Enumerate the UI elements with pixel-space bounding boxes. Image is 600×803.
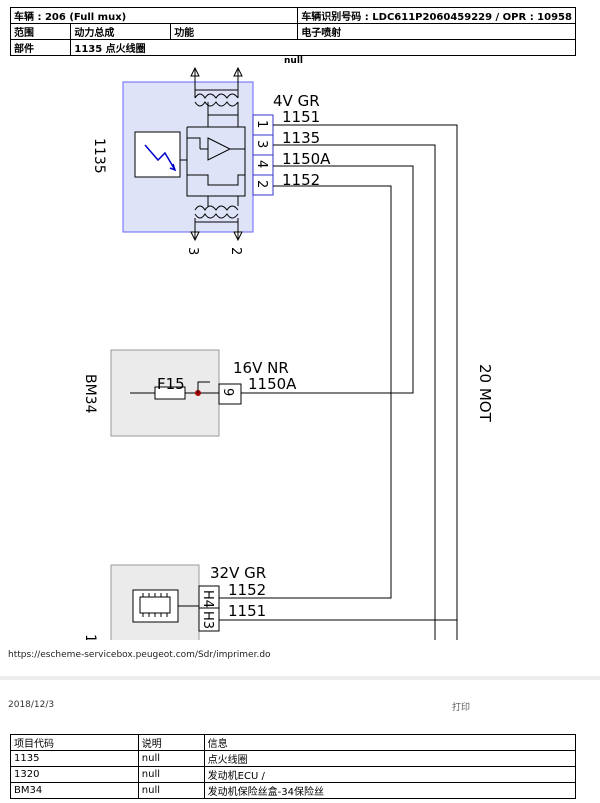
coil-bottom-arrows [190, 218, 243, 242]
print-label: 打印 [452, 703, 471, 713]
part-label: 部件 [9, 39, 72, 56]
header-table: 车辆 : 206 (Full mux) 车辆识别号码 : LDC611P2060… [9, 7, 576, 56]
row-info: 点火线圈 [203, 750, 577, 767]
row-code: 1135 [10, 750, 139, 767]
fuse-pin: 9 [220, 388, 235, 396]
coil-pin-3: 2 [254, 180, 269, 188]
wire-1151 [273, 124, 458, 640]
col-header-info: 信息 [203, 734, 577, 751]
row-desc: null [137, 782, 205, 799]
page-separator [0, 676, 600, 680]
wires [219, 124, 458, 640]
diagram-null-label: null [284, 56, 303, 66]
row-code: 1320 [10, 766, 139, 783]
fuse-box-id-label: BM34 [82, 374, 98, 414]
fuse-label: F15 [157, 375, 185, 393]
table-row: 1320 null 发动机ECU / [10, 766, 577, 783]
wire-1150A [241, 165, 414, 394]
coil-pin-0: 1 [254, 120, 269, 128]
part-value: 1135 点火线圈 [70, 39, 576, 56]
coil-wire-3: 1152 [282, 171, 320, 189]
ecu-pin-1: H3 [200, 611, 215, 629]
ecu-id-label: 1 [82, 634, 98, 640]
ecu-pin-0: H4 [200, 590, 215, 608]
fuse-wire: 1150A [248, 375, 297, 393]
row-desc: null [137, 750, 205, 767]
coil-pin-2: 4 [254, 160, 269, 168]
coil-wire-1: 1135 [282, 129, 320, 147]
coil-connector-label: 4V GR [273, 92, 320, 110]
table-header-row: 项目代码 说明 信息 [10, 734, 577, 751]
ground-label: 20 MOT [476, 364, 494, 423]
ignition-coil [122, 66, 274, 242]
coil-wire-2: 1150A [282, 150, 331, 168]
wire-1135 [273, 144, 436, 640]
source-url[interactable]: https://escheme-servicebox.peugeot.com/S… [8, 650, 271, 660]
table-row: 1135 null 点火线圈 [10, 750, 577, 767]
ecu-connector-label: 32V GR [210, 564, 266, 582]
row-code: BM34 [10, 782, 139, 799]
table-row: BM34 null 发动机保险丝盒-34保险丝 [10, 782, 577, 799]
coil-id-label: 1135 [91, 138, 107, 174]
items-table: 项目代码 说明 信息 1135 null 点火线圈 1320 null 发动机E… [10, 734, 577, 799]
ecu-wire-0: 1152 [228, 581, 266, 599]
fuse-connector-label: 16V NR [233, 359, 289, 377]
col-header-code: 项目代码 [10, 734, 139, 751]
wiring-diagram: 4V GR 1151 1135 1150A 1152 16V NR 1150A … [82, 66, 494, 640]
coil-bottom-pin-1: 2 [228, 247, 243, 255]
row-info: 发动机保险丝盒-34保险丝 [203, 782, 577, 799]
wire-1152 [219, 185, 392, 599]
ecu-wire-1: 1151 [228, 602, 266, 620]
fuse-box [110, 349, 242, 437]
row-info: 发动机ECU / [203, 766, 577, 783]
row-desc: null [137, 766, 205, 783]
print-date: 2018/12/3 [8, 700, 55, 710]
ecu [110, 564, 220, 640]
col-header-desc: 说明 [137, 734, 205, 751]
coil-wire-0: 1151 [282, 108, 320, 126]
coil-top-arrows [190, 66, 243, 98]
coil-bottom-pin-0: 3 [185, 247, 200, 255]
coil-pin-1: 3 [254, 140, 269, 148]
